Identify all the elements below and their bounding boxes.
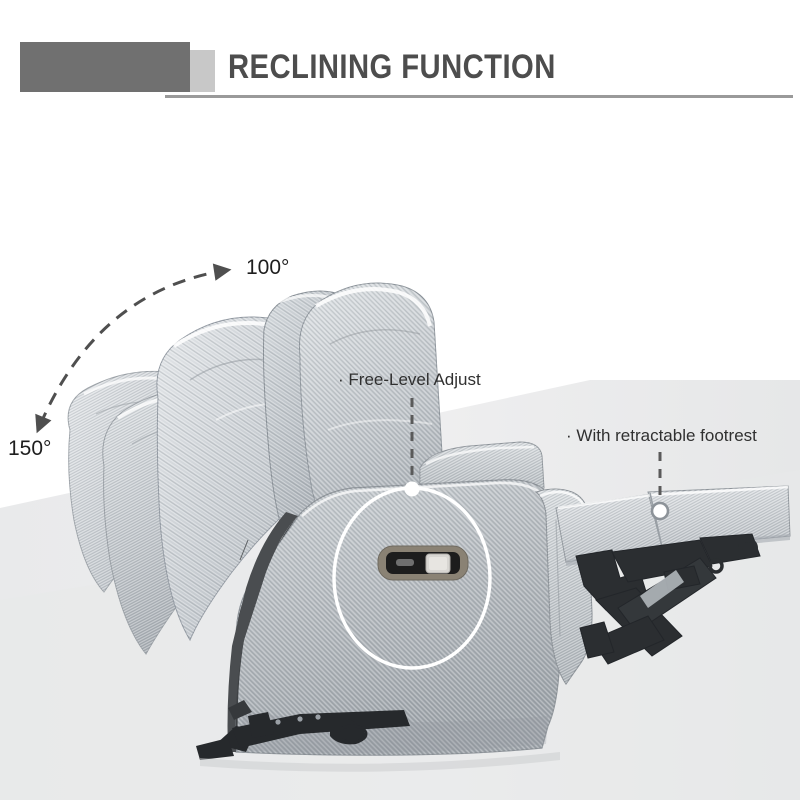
header-accent-block-light [190,50,215,92]
footrest-scissor-mechanism [575,533,761,665]
callout-label-free-level-adjust: · Free-Level Adjust [338,370,481,390]
header-accent-block-dark [20,42,190,92]
lift-base-frame [196,700,410,760]
footrest-marker-dot [650,501,670,521]
footrest-gas-piston [640,570,684,608]
header: RECLINING FUNCTION [0,0,800,120]
header-divider-rule [165,95,793,98]
angle-label-100: 100° [246,256,290,279]
recline-arc-dashed [35,263,232,434]
base-floor-shadow [200,752,560,772]
callout-bullet-footrest: · [566,426,572,445]
callout-label-retractable-footrest: · With retractable footrest [566,426,757,446]
callout-bullet-free-level: · [338,370,344,389]
recline-button [396,559,414,566]
angle-label-150: 150° [8,437,52,460]
control-panel-highlight-circle [332,486,492,670]
footrest-extended [555,485,791,566]
page-title: RECLINING FUNCTION [228,48,556,86]
free-level-marker-dot [404,481,420,497]
chair-side-body [235,479,561,756]
callout-text-free-level: Free-Level Adjust [348,370,481,389]
callout-text-footrest: With retractable footrest [576,426,757,445]
control-panel [377,545,469,581]
